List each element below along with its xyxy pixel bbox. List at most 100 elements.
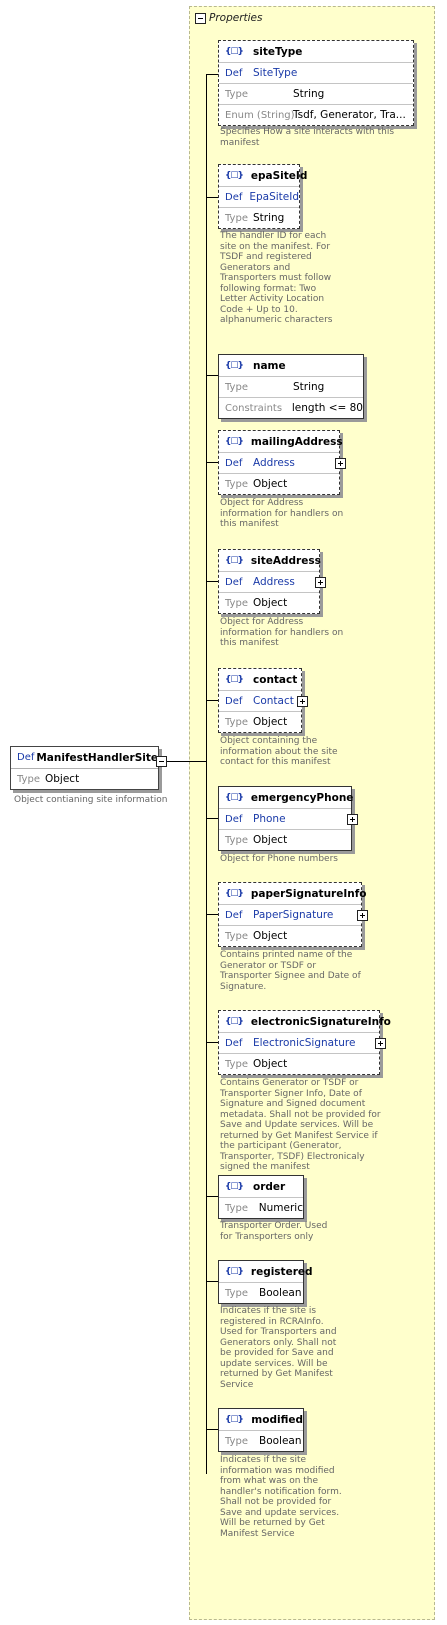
collapse-icon[interactable] (156, 756, 167, 767)
type-label: Type (225, 1287, 248, 1299)
caption-line: Will be returned by Get (220, 1518, 325, 1528)
element-name: registered (250, 1265, 313, 1278)
caption-line: Object containing the (220, 736, 318, 746)
element-icon: {☐} (225, 555, 244, 566)
root-element-box[interactable]: Def ManifestHandlerSite Type Object (10, 746, 159, 790)
element-def: EpaSiteId (249, 191, 299, 203)
caption-line: returned by Get Manifest (220, 1369, 333, 1379)
type-label: Type (225, 212, 248, 224)
def-label: Def (225, 1037, 243, 1049)
caption-line: information for handlers on (220, 508, 344, 519)
expand-icon[interactable] (375, 1038, 386, 1049)
caption-emergencyPhone: Object for Phone numbers (220, 854, 338, 865)
connector-branch (206, 818, 218, 819)
caption-line: Contains printed name of the (220, 950, 353, 960)
type-label: Type (225, 88, 248, 100)
caption-line: information for handlers on (220, 627, 344, 638)
element-enum: Tsdf, Generator, Tra... (293, 109, 406, 121)
root-caption: Object contianing site information (14, 795, 168, 805)
expand-icon[interactable] (335, 458, 346, 469)
element-def: Address (253, 457, 295, 469)
def-label: Def (225, 576, 243, 588)
caption-line: update services. Will be (220, 1358, 328, 1369)
caption-line: alphanumeric characters (220, 315, 333, 325)
element-type: Object (253, 834, 288, 846)
collapse-icon[interactable] (195, 12, 206, 24)
type-label: Type (225, 381, 248, 393)
expand-icon[interactable] (315, 577, 326, 588)
constraints-label: Constraints (225, 402, 283, 414)
def-label: Def (17, 752, 35, 763)
element-name: siteType (253, 45, 303, 58)
root-element-name: ManifestHandlerSite (36, 751, 158, 764)
element-def: ElectronicSignature (253, 1037, 356, 1049)
caption-line: The handler ID for each (220, 231, 327, 241)
element-icon: {☐} (225, 674, 244, 685)
caption-line: signed the manifest (220, 1162, 310, 1172)
element-name: epaSiteId (250, 169, 308, 182)
caption-line: for Transporters only (220, 1231, 314, 1242)
def-label: Def (225, 813, 243, 825)
caption-line: Specifies How a site interacts with this (220, 127, 395, 137)
caption-line: Save and Update services. Will be (220, 1120, 374, 1130)
caption-line: Transporters must follow (220, 273, 332, 283)
caption-line: handler's notification form. (220, 1486, 342, 1497)
caption-line: Contains Generator or TSDF or (220, 1078, 359, 1088)
caption-line: Code + Up to 10. (220, 304, 298, 315)
element-type: Object (253, 597, 288, 609)
caption-line: information was modified (220, 1465, 335, 1476)
def-label: Def (225, 695, 243, 707)
caption-line: Shall not be provided for (220, 1497, 332, 1507)
properties-header: Properties (195, 11, 262, 25)
element-name: name (253, 359, 286, 372)
element-type: Object (253, 930, 288, 942)
caption-line: returned by Get Manifest Service if (220, 1130, 378, 1141)
element-name: siteAddress (250, 554, 321, 567)
caption-line: following format: Two (220, 283, 317, 294)
caption-line: Indicates if the site is (220, 1306, 317, 1316)
caption-line: Transporter Signee and Date of (220, 971, 361, 981)
element-def: Phone (253, 813, 286, 825)
expand-icon[interactable] (297, 696, 308, 707)
connector-branch (206, 1429, 218, 1430)
type-label: Type (225, 930, 248, 942)
connector-branch (206, 74, 218, 75)
caption-line: Signature and Signed document (220, 1099, 366, 1109)
connector-branch (206, 914, 218, 915)
element-type: Boolean (259, 1435, 302, 1447)
connector-branch (206, 375, 218, 376)
caption-line: manifest (220, 137, 260, 148)
caption-line: Generators and (220, 262, 291, 273)
expand-icon[interactable] (357, 910, 368, 921)
element-type: String (293, 381, 325, 393)
caption-line: registered in RCRAInfo. (220, 1316, 324, 1327)
expand-icon[interactable] (347, 814, 358, 825)
def-label: Def (225, 909, 243, 921)
element-name: mailingAddress (250, 435, 343, 448)
caption-line: information about the site (220, 746, 338, 757)
caption-line: Object for Address (220, 498, 304, 508)
caption-line: Letter Activity Location (220, 294, 325, 304)
enum-label: Enum (String) (225, 109, 295, 121)
element-icon: {☐} (225, 1181, 244, 1192)
caption-line: contact for this manifest (220, 757, 331, 767)
connector-branch (206, 700, 218, 701)
